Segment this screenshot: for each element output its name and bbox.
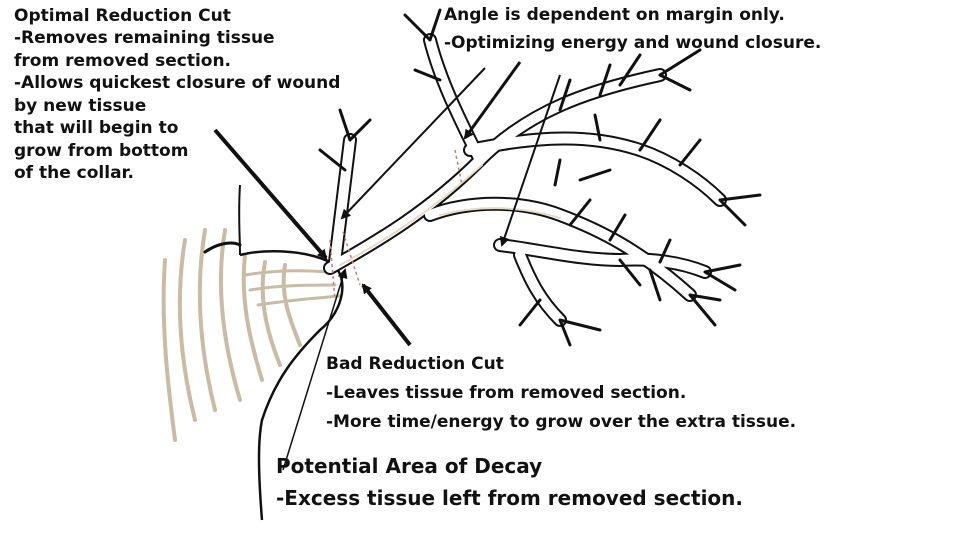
arrow-angle-3: [499, 74, 561, 247]
angle-line-1: -Optimizing energy and wound closure.: [444, 32, 822, 53]
angle-title: Angle is dependent on margin only.: [444, 5, 785, 25]
arrow-bad-cut: [361, 283, 412, 347]
optimal-cut-line-6: grow from bottom: [14, 140, 189, 161]
arrow-angle-2: [463, 61, 522, 140]
trunk-bark: [161, 228, 342, 442]
annotation-arrows: [213, 61, 561, 471]
optimal-cut-line-4: by new tissue: [14, 95, 147, 116]
decay-annotation: Potential Area of Decay -Excess tissue l…: [276, 450, 743, 515]
tree-branches: [203, 8, 762, 347]
decay-line-1: -Excess tissue left from removed section…: [276, 486, 744, 511]
optimal-cut-line-5: that will begin to: [14, 118, 179, 139]
cut-marks: [329, 149, 463, 301]
bad-cut-annotation: Bad Reduction Cut -Leaves tissue from re…: [326, 350, 796, 438]
optimal-cut-line-3: -Allows quickest closure of wound: [14, 73, 341, 94]
bad-cut-line-2: -More time/energy to grow over the extra…: [326, 412, 797, 433]
arrow-angle-1: [340, 67, 486, 220]
trunk-outline: [239, 250, 344, 521]
optimal-cut-annotation: Optimal Reduction Cut -Removes remaining…: [14, 5, 340, 185]
arrow-optimal-cut: [213, 128, 328, 260]
optimal-cut-line-1: -Removes remaining tissue: [14, 28, 275, 49]
decay-title: Potential Area of Decay: [276, 454, 543, 478]
bad-cut-title: Bad Reduction Cut: [326, 354, 504, 374]
bad-cut-line-1: -Leaves tissue from removed section.: [326, 383, 687, 404]
angle-annotation: Angle is dependent on margin only. -Opti…: [444, 2, 821, 57]
arrow-decay: [282, 268, 348, 471]
optimal-cut-line-7: of the collar.: [14, 163, 134, 184]
optimal-cut-line: [329, 239, 336, 301]
optimal-cut-line-2: from removed section.: [14, 50, 232, 71]
optimal-cut-title: Optimal Reduction Cut: [14, 6, 231, 26]
trunk-left-edge: [238, 184, 241, 256]
